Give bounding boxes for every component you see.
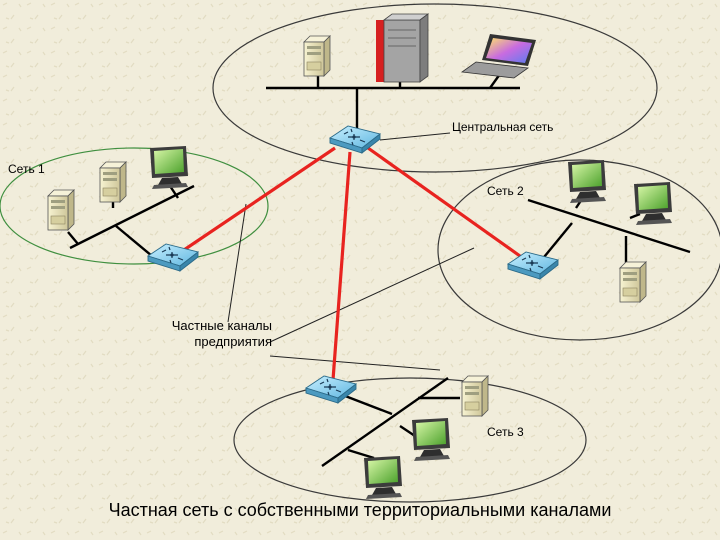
system-unit-icon [303, 35, 331, 77]
callout-lines [227, 132, 475, 371]
network-1-bus [67, 184, 195, 257]
central-network-boundary [212, 3, 658, 173]
network-3-label: Сеть 3 [487, 425, 524, 439]
network-3-boundary [233, 377, 587, 503]
system-unit-icon [461, 375, 489, 417]
private-channels [177, 146, 521, 381]
private-channels-label: Частные каналы предприятия [171, 318, 272, 349]
system-unit-icon [99, 161, 127, 203]
network-1-boundary [0, 147, 269, 265]
system-unit-icon [47, 189, 75, 231]
network-1-label: Сеть 1 [8, 162, 45, 176]
network-2-boundary [437, 159, 720, 341]
laptop-icon [460, 34, 536, 79]
central-network-label: Центральная сеть [452, 120, 554, 134]
network-2-label: Сеть 2 [487, 184, 524, 198]
diagram-caption: Частная сеть с собственными территориаль… [108, 500, 612, 520]
system-unit-icon [619, 261, 647, 303]
server-icon [376, 13, 430, 83]
